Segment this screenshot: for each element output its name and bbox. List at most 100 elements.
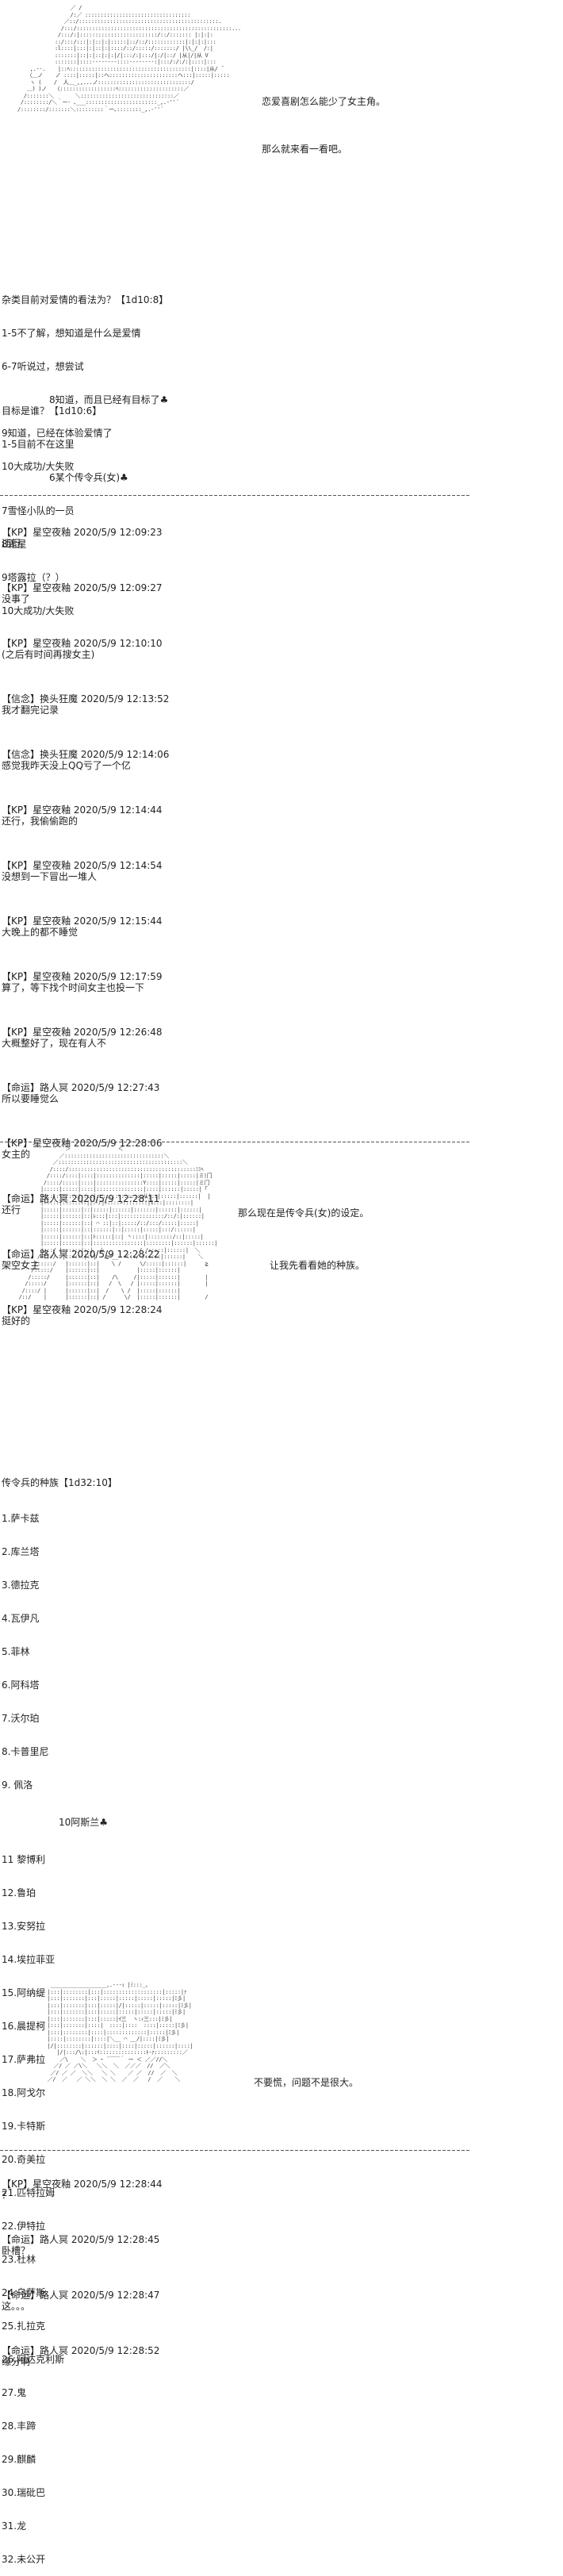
- message-text: 大晚上的都不睡觉: [2, 927, 79, 938]
- race-option: 8.卡普里尼: [2, 1746, 49, 1757]
- message-header: 【KP】星空夜釉 2020/5/9 12:17:59: [2, 971, 163, 982]
- roll-option: 10大成功/大失败: [2, 461, 75, 472]
- chat-message: 【KP】星空夜釉 2020/5/9 12:10:10(之后有时间再搜女主): [2, 638, 169, 660]
- race-option: 21.匹特拉姆: [2, 2187, 56, 2198]
- separator: [0, 2148, 469, 2153]
- chat-log-2: 【KP】星空夜釉 2020/5/9 12:28:44？ 【命运】路人冥 2020…: [2, 2156, 163, 2378]
- roll-option: 9知道，已经在体验爱情了: [2, 428, 113, 439]
- race-option: 10阿斯兰♣: [59, 1817, 109, 1828]
- message-header: 【KP】星空夜釉 2020/5/9 12:26:48: [2, 1027, 163, 1038]
- message-text: 所以要睡觉么: [2, 1093, 59, 1104]
- roll-option: 7雪怪小队的一员: [2, 505, 75, 516]
- race-option: 19.卡特斯: [2, 2121, 46, 2132]
- speech-block-3: 不要慌，问题不是很大。: [254, 2051, 358, 2102]
- message-header: 【命运】路人冥 2020/5/9 12:28:47: [2, 2290, 160, 2301]
- speech-line: 那么就来看一看吧。: [262, 144, 348, 155]
- message-header: 【信念】换头狂魔 2020/5/9 12:13:52: [2, 693, 170, 704]
- message-text: 缘分啊: [2, 2356, 31, 2367]
- message-header: 【KP】星空夜釉 2020/5/9 12:10:10: [2, 638, 163, 649]
- speech-block-2: 那么现在是传令兵(女)的设定。 让我先看看她的种族。: [238, 1181, 369, 1284]
- speech-line: 恋爱喜剧怎么能少了女主角。: [262, 96, 386, 107]
- message-header: 【KP】星空夜釉 2020/5/9 12:14:54: [2, 860, 163, 871]
- race-option: 16.晨提柯: [2, 2021, 46, 2032]
- race-option: 31.龙: [2, 2520, 27, 2532]
- message-text: 还行: [2, 538, 21, 549]
- race-option: 13.安努拉: [2, 1921, 46, 1932]
- ascii-art-character-2: ＞ ´ ￣￣￣￣￣ ｀ ＜ ／:::::::::::::::::::::::::…: [18, 1146, 218, 1300]
- race-option: 17.萨弗拉: [2, 2054, 46, 2065]
- roll-option: 1-5目前不在这里: [2, 439, 75, 450]
- race-option: 4.瓦伊凡: [2, 1613, 40, 1624]
- race-option: 28.丰蹄: [2, 2421, 36, 2432]
- message-text: 我才翻完记录: [2, 704, 59, 716]
- race-option: 3.德拉克: [2, 1580, 40, 1591]
- speech-block-1: 恋爱喜剧怎么能少了女主角。 那么就来看一看吧。: [262, 70, 385, 168]
- separator: [0, 1140, 469, 1145]
- message-text: 架空女主: [2, 1260, 40, 1271]
- race-option: 22.伊特拉: [2, 2221, 46, 2232]
- race-option: 20.奇美拉: [2, 2154, 46, 2165]
- roll-option: 10大成功/大失败: [2, 605, 75, 616]
- message-header: 【命运】路人冥 2020/5/9 12:28:22: [2, 1249, 160, 1260]
- roll-option: 1-5不了解，想知道是什么是爱情: [2, 328, 141, 339]
- message-header: 【命运】路人冥 2020/5/9 12:28:45: [2, 2234, 160, 2245]
- speech-line: 让我先看看她的种族。: [270, 1260, 366, 1271]
- message-text: ？: [2, 2190, 12, 2201]
- roll-option: 8霜星: [2, 539, 27, 550]
- roll-block-2: 目标是谁？【1d10:6】 1-5目前不在这里 6某个传令兵(女)♣ 7雪怪小队…: [2, 383, 128, 628]
- race-option: 24.乌萨斯: [2, 2287, 46, 2298]
- roll-option: 8知道，而且已经有目标了♣: [49, 394, 169, 405]
- race-option: 9. 佩洛: [2, 1779, 33, 1791]
- message-header: 【KP】星空夜釉 2020/5/9 12:28:24: [2, 1304, 163, 1315]
- message-text: 挺好的: [2, 1315, 31, 1326]
- race-option: 2.库兰塔: [2, 1546, 40, 1557]
- race-option: 15.阿纳缇: [2, 1987, 46, 1998]
- race-option: 7.沃尔珀: [2, 1713, 40, 1724]
- race-option: 6.阿科塔: [2, 1680, 40, 1691]
- message-text: 这。。。: [2, 2301, 31, 2312]
- race-option: 32.未公开: [2, 2554, 46, 2565]
- separator: [0, 493, 469, 498]
- race-option: 18.阿戈尔: [2, 2087, 46, 2098]
- speech-line: 那么现在是传令兵(女)的设定。: [238, 1207, 370, 1219]
- message-header: 【KP】星空夜釉 2020/5/9 12:14:44: [2, 804, 163, 816]
- race-option: 25.扎拉克: [2, 2321, 46, 2332]
- message-text: 还行: [2, 1204, 21, 1215]
- message-header: 【命运】路人冥 2020/5/9 12:28:52: [2, 2345, 160, 2356]
- message-header: 【KP】星空夜釉 2020/5/9 12:09:23: [2, 527, 163, 538]
- roll-option: 9塔露拉（？）: [2, 572, 65, 583]
- message-header: 【KP】星空夜釉 2020/5/9 12:15:44: [2, 916, 163, 927]
- roll-title: 传令兵的种族【1d32:10】: [2, 1477, 117, 1488]
- ascii-art-character-3: __________________,.---ｨ |ﾐ:::_、 |:::|::…: [47, 1982, 193, 2083]
- message-text: 没想到一下冒出一堆人: [2, 871, 98, 882]
- message-text: 卧槽？: [2, 2245, 31, 2256]
- race-option: 12.鲁珀: [2, 1887, 36, 1898]
- race-option: 23.杜林: [2, 2254, 36, 2265]
- race-option: 30.瑞砒巴: [2, 2487, 46, 2498]
- race-option: 5.菲林: [2, 1646, 30, 1657]
- roll-title: 杂类目前对爱情的看法为？【1d10:8】: [2, 294, 169, 305]
- roll-option: 6-7听说过，想尝试: [2, 361, 84, 372]
- message-text: 没事了: [2, 593, 31, 605]
- race-option: 1.萨卡兹: [2, 1513, 40, 1524]
- message-header: 【KP】星空夜釉 2020/5/9 12:28:44: [2, 2179, 163, 2190]
- roll-block-1: 杂类目前对爱情的看法为？【1d10:8】 1-5不了解，想知道是什么是爱情 6-…: [2, 272, 168, 483]
- message-header: 【KP】星空夜釉 2020/5/9 12:09:27: [2, 582, 163, 593]
- race-option: 11 黎博利: [2, 1854, 46, 1865]
- message-text: 还行，我偷偷跑的: [2, 816, 79, 827]
- message-text: 感觉我昨天没上QQ亏了一个亿: [2, 760, 131, 771]
- ascii-art-character-1: ／ / /:／ ::::::::::::::::::::::::::::::::…: [17, 5, 241, 113]
